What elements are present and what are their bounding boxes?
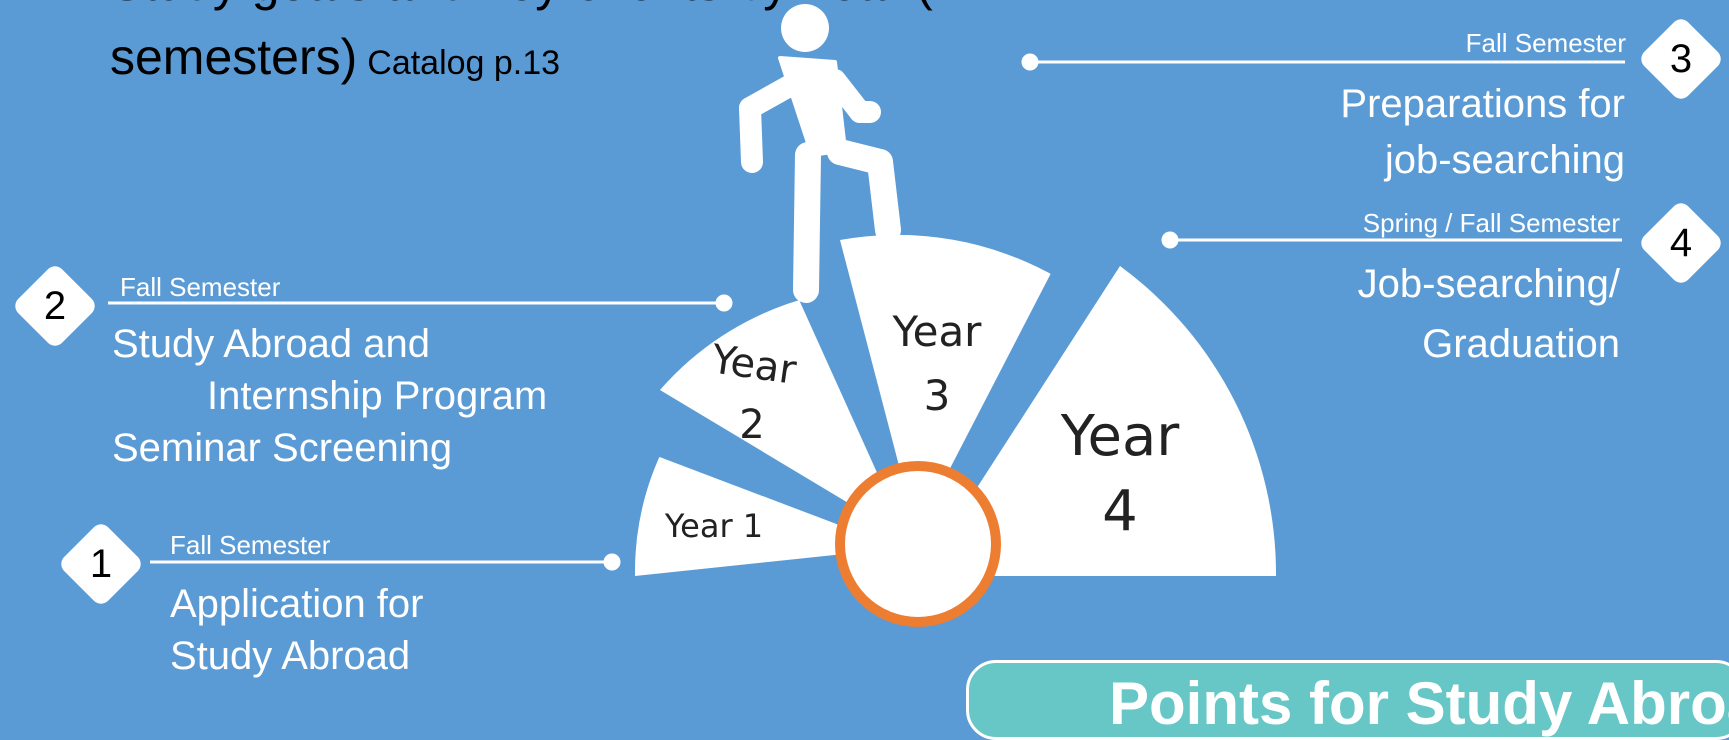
page-title-line2: semesters)Catalog p.13 [110,28,560,86]
step-2-number: 2 [43,284,67,328]
page-title-line1: Study goals and key events by Year ( [110,0,933,12]
connector-dot-3 [1021,53,1039,71]
step-1-number: 1 [89,542,113,586]
step-3-line-1: Preparations for [1340,82,1625,126]
step-2-line-1: Study Abroad and [112,322,431,366]
callout-text: Points for Study Abroad [1109,670,1729,737]
year-1-label: Year 1 [664,507,763,545]
step-4-number: 4 [1669,221,1693,265]
step-3-semester: Fall Semester [1465,28,1626,58]
step-2-line-2: Internship Program [207,374,548,418]
step-1-line-1: Application for [170,582,424,626]
step-2-semester: Fall Semester [120,272,281,302]
year-3-label-number: 3 [924,371,951,420]
step-4-line-1: Job-searching/ [1357,262,1620,306]
step-1-semester: Fall Semester [170,530,331,560]
step-3-line-2: job-searching [1384,138,1625,182]
title-semesters: semesters) [110,29,358,85]
year-2-label-number: 2 [739,402,764,448]
step-3-number: 3 [1669,37,1693,81]
year-4-label-number: 4 [1102,479,1138,544]
segment-year-2 [660,296,920,546]
segment-year-3 [840,234,1058,546]
connector-dot-2 [715,294,733,312]
year-fan-diagram: Year 1 Year 2 Year 3 Year 4 [108,4,1625,627]
year-3-label-word: Year [892,307,983,356]
step-2-line-3: Seminar Screening [112,426,453,470]
segment-year-4 [920,266,1277,576]
step-1-line-2: Study Abroad [170,634,411,678]
step-4-semester: Spring / Fall Semester [1362,208,1620,238]
step-4-line-2: Graduation [1422,322,1620,366]
connector-lines [108,53,1625,571]
catalog-reference: Catalog p.13 [367,44,561,82]
hub-circle [835,461,1001,627]
callout-box: Points for Study Abroad [966,660,1729,740]
person-climbing-steps-icon [739,4,901,303]
connector-dot-1 [603,553,621,571]
year-4-label-word: Year [1060,404,1181,469]
connector-dot-4 [1161,231,1179,249]
